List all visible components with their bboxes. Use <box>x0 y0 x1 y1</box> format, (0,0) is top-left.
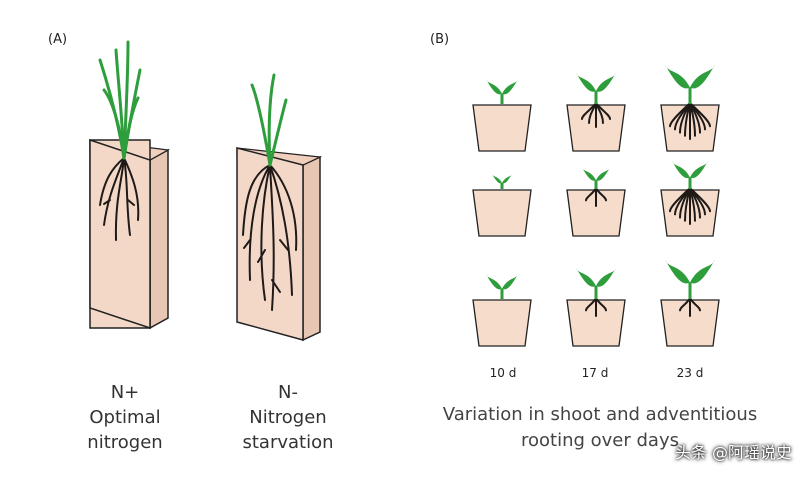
pot-r2-c2 <box>566 167 626 237</box>
roots-optimal-nitrogen <box>99 157 140 241</box>
panel-b-title: Variation in shoot and adventitious root… <box>410 402 790 454</box>
pot-r3-c1 <box>472 274 532 347</box>
caption-starvation-line1: N- <box>278 382 298 403</box>
pot-r1-c1 <box>472 79 532 152</box>
pot-r1-c2 <box>566 73 626 152</box>
pot-r2-c1 <box>472 174 532 237</box>
roots-nitrogen-starvation <box>242 164 298 311</box>
pot-r2-c3 <box>660 161 720 237</box>
day-label-10: 10 d <box>489 366 517 380</box>
caption-optimal-line3: nitrogen <box>87 432 163 453</box>
shoot-nitrogen-starvation <box>250 73 288 167</box>
caption-optimal-nitrogen: N+ Optimal nitrogen <box>50 380 200 455</box>
panel-a-label: (A) <box>48 32 68 47</box>
panel-b-title-line2: rooting over days <box>521 430 679 451</box>
pot-grid <box>472 65 720 347</box>
shoot-optimal-nitrogen <box>98 40 142 160</box>
pot-r3-c3 <box>660 260 720 347</box>
caption-optimal-line2: Optimal <box>89 407 161 428</box>
caption-starvation-line3: starvation <box>242 432 334 453</box>
day-label-17: 17 d <box>581 366 609 380</box>
caption-starvation-line2: Nitrogen <box>249 407 327 428</box>
panel-b-label: (B) <box>430 32 450 47</box>
board-nitrogen-starvation <box>236 147 323 342</box>
pot-r1-c3 <box>660 65 720 152</box>
pot-r3-c2 <box>566 268 626 347</box>
watermark: 头条 @阿瑶说史 <box>674 443 792 462</box>
day-label-23: 23 d <box>676 366 704 380</box>
caption-nitrogen-starvation: N- Nitrogen starvation <box>213 380 363 455</box>
panel-b-title-line1: Variation in shoot and adventitious <box>442 404 758 425</box>
caption-optimal-line1: N+ <box>110 382 140 403</box>
